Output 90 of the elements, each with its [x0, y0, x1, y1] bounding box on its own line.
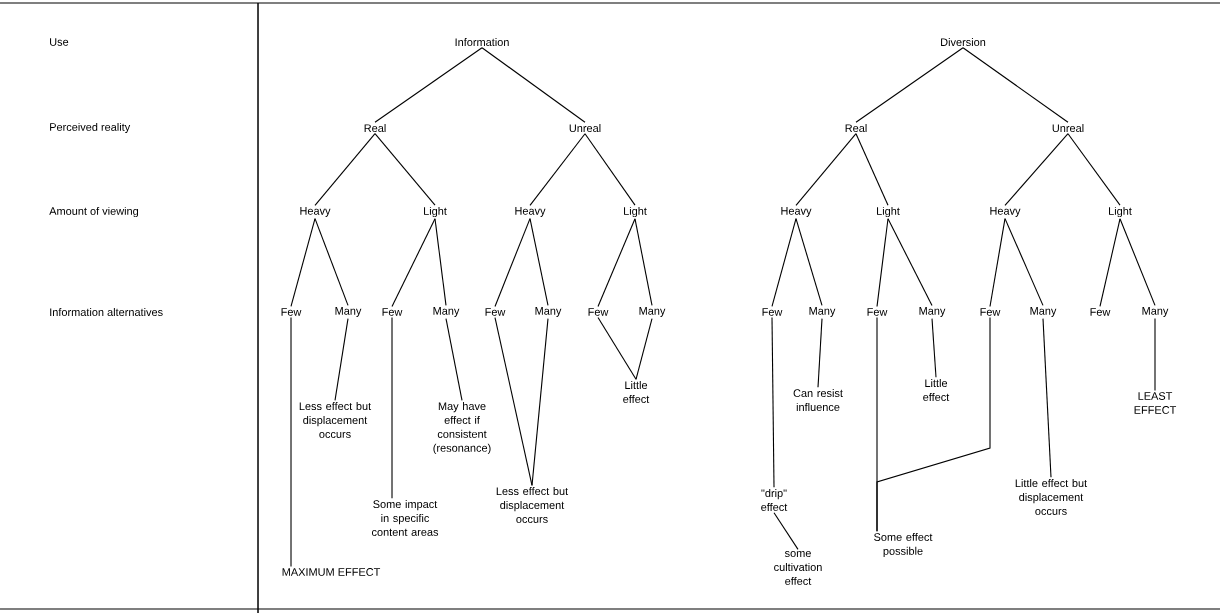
- connector-line: [876, 316, 991, 532]
- tree-label: Few: [281, 308, 302, 316]
- connector-line: [931, 318, 937, 378]
- row-label: Information alternatives: [50, 307, 163, 316]
- tree-label: Many: [1030, 307, 1057, 317]
- connector-line: [391, 218, 436, 308]
- row-label: Perceived reality: [50, 122, 131, 134]
- connector-line: [529, 133, 586, 206]
- connector-line: [635, 318, 653, 380]
- tree-label: Less effect but displacement occurs: [299, 402, 372, 438]
- tree-label: "drip" effect: [761, 489, 788, 511]
- connector-line: [584, 133, 636, 206]
- connector-line: [334, 318, 349, 401]
- connector-line: [962, 47, 1069, 123]
- tree-label: Unreal: [569, 124, 601, 132]
- connector-line: [1004, 133, 1069, 206]
- tree-label: Many: [1142, 307, 1169, 317]
- connector-line: [1099, 218, 1121, 308]
- connector-line: [1042, 318, 1052, 478]
- connector-line: [374, 47, 483, 123]
- tree-label: Heavy: [990, 207, 1021, 217]
- tree-label: Less effect but displacement occurs: [496, 487, 569, 523]
- tree-label: Little effect: [923, 379, 950, 401]
- connector-line: [494, 218, 531, 308]
- connector-line: [391, 316, 393, 499]
- tree-label: Some impact in specific content areas: [371, 500, 439, 536]
- row-label: Amount of viewing: [49, 206, 139, 218]
- tree-label: Heavy: [300, 207, 331, 217]
- tree-label: Few: [762, 308, 783, 316]
- tree-label: some cultivation effect: [774, 551, 822, 585]
- tree-label: Heavy: [781, 207, 812, 217]
- connector-line: [314, 218, 349, 306]
- connector-line: [887, 218, 933, 306]
- tree-label: Can resist influence: [793, 389, 843, 411]
- connector-line: [771, 316, 775, 488]
- connector-line: [374, 133, 436, 206]
- tree-label: Many: [535, 307, 562, 317]
- connector-line: [634, 218, 653, 306]
- connector-line: [434, 218, 447, 306]
- connector-line: [290, 218, 316, 308]
- connector-line: [597, 218, 636, 308]
- connector-line: [989, 218, 1006, 308]
- connector-line: [795, 218, 823, 306]
- connector-line: [773, 512, 799, 550]
- tree-label: Many: [809, 307, 836, 317]
- connector-line: [876, 218, 889, 308]
- tree-label: Few: [382, 308, 403, 316]
- tree-label: Few: [485, 308, 506, 316]
- tree-label: May have effect if consistent (resonance): [433, 401, 491, 454]
- tree-label: Many: [335, 307, 362, 317]
- connector-line: [597, 316, 637, 380]
- tree-label: Light: [1109, 206, 1132, 218]
- tree-label: Few: [867, 308, 888, 316]
- connector-line: [531, 318, 549, 486]
- connector-line: [1154, 318, 1156, 391]
- tree-label: LEAST EFFECT: [1134, 392, 1177, 414]
- tree-label: Little effect but displacement occurs: [1015, 479, 1088, 515]
- tree-label: Light: [624, 206, 647, 218]
- connector-line: [314, 133, 376, 206]
- tree-label: Many: [919, 307, 946, 317]
- connector-line: [445, 318, 463, 401]
- connector-line: [290, 316, 292, 567]
- tree-label: MAXIMUM EFFECT: [282, 568, 381, 576]
- tree-label: Real: [845, 124, 867, 132]
- tree-label: Few: [588, 308, 609, 316]
- connector-line: [771, 218, 797, 308]
- tree-label: Real: [364, 124, 386, 132]
- tree-label: Information: [455, 38, 509, 46]
- tree-label: Few: [980, 308, 1001, 316]
- connector-line: [529, 218, 549, 306]
- tree-label: Little effect: [623, 381, 650, 403]
- tree-label: Many: [639, 307, 666, 317]
- connector-line: [1004, 218, 1044, 306]
- tree-label: Light: [877, 206, 900, 218]
- tree-label: Some effect possible: [874, 532, 933, 558]
- connector-line: [855, 47, 964, 123]
- tree-label: Diversion: [941, 38, 986, 46]
- tree-label: Unreal: [1052, 124, 1084, 132]
- connector-line: [855, 133, 889, 206]
- connector-line: [494, 316, 533, 486]
- row-label: Use: [50, 38, 69, 46]
- connector-line: [817, 318, 823, 388]
- tree-label: Heavy: [515, 207, 546, 217]
- tree-label: Few: [1090, 308, 1111, 316]
- connector-line: [1119, 218, 1156, 306]
- connector-line: [795, 133, 857, 206]
- tree-label: Many: [433, 307, 460, 317]
- tree-label: Light: [424, 206, 447, 218]
- connector-line: [481, 47, 586, 123]
- connector-line: [1067, 133, 1121, 206]
